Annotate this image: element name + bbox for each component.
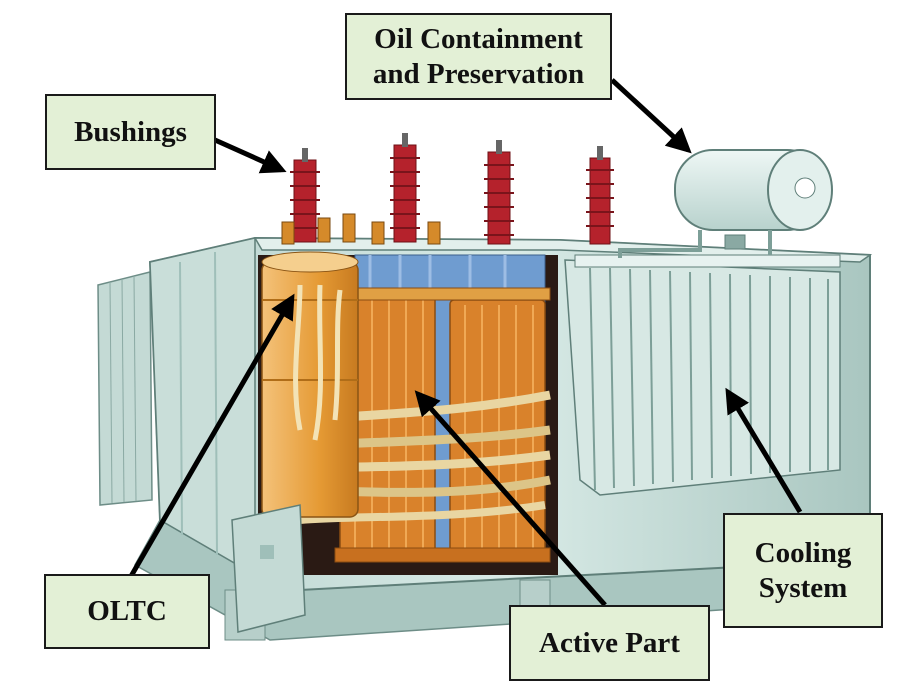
arrow-active bbox=[414, 390, 607, 607]
oltc-tap-changer bbox=[261, 251, 359, 518]
label-oltc: OLTC bbox=[44, 574, 210, 649]
cooling-radiators bbox=[564, 254, 841, 496]
bushings-group bbox=[281, 133, 614, 245]
label-active-part: Active Part bbox=[509, 605, 710, 681]
pointer-arrows bbox=[127, 78, 803, 607]
label-cooling-line-2: System bbox=[758, 571, 848, 604]
label-oil-line-2: and Preservation bbox=[372, 57, 585, 90]
label-oltc-text: OLTC bbox=[87, 595, 167, 628]
arrow-oil bbox=[610, 78, 692, 154]
label-oil-line-1: Oil Containment bbox=[374, 23, 583, 56]
bushing-4 bbox=[586, 146, 614, 245]
arrow-oltc bbox=[127, 293, 295, 580]
label-cooling-system: Cooling System bbox=[723, 513, 883, 628]
label-cooling-line-1: Cooling bbox=[754, 537, 852, 570]
bushing-3 bbox=[484, 140, 514, 245]
bushing-1 bbox=[290, 148, 320, 243]
small-bushings bbox=[281, 213, 441, 245]
left-radiator bbox=[97, 271, 153, 506]
arrow-cooling bbox=[725, 387, 803, 514]
label-bushings: Bushings bbox=[45, 94, 216, 170]
label-bushings-text: Bushings bbox=[74, 115, 187, 148]
bushing-2 bbox=[390, 133, 420, 243]
control-cabinet bbox=[231, 504, 306, 633]
label-active-part-text: Active Part bbox=[539, 626, 680, 659]
arrow-bushings bbox=[213, 137, 287, 174]
conservator-tank bbox=[618, 149, 833, 258]
label-oil-containment: Oil Containment and Preservation bbox=[345, 13, 612, 100]
